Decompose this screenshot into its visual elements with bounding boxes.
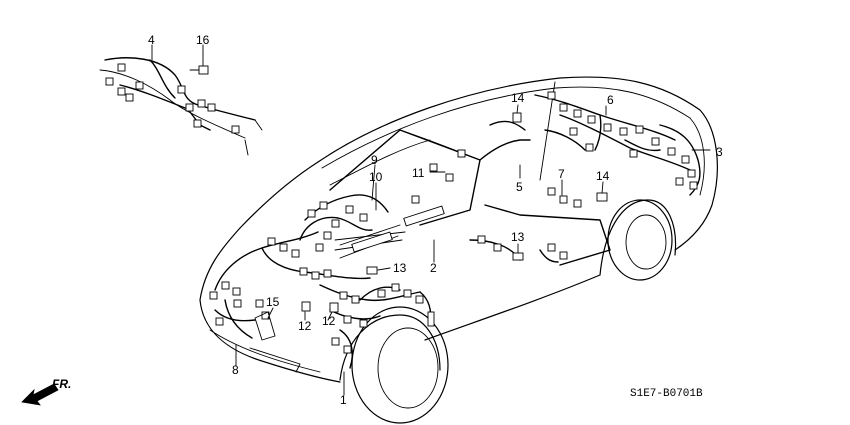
- callout-4: 4: [148, 33, 155, 47]
- bolt-14b: [596, 192, 608, 202]
- bolt-14a: [512, 112, 522, 123]
- callout-2: 2: [430, 261, 437, 275]
- callout-1: 1: [340, 393, 347, 407]
- callout-13a: 13: [393, 261, 407, 275]
- callout-3: 3: [716, 145, 723, 159]
- callout-10: 10: [369, 170, 383, 184]
- bolt-13a: [366, 266, 378, 275]
- harness-floor: [329, 120, 611, 266]
- callout-6: 6: [607, 93, 614, 107]
- front-direction-label: FR.: [52, 377, 71, 391]
- callout-16: 16: [196, 33, 210, 47]
- callout-12a: 12: [298, 319, 312, 333]
- harness-4: [99, 57, 263, 156]
- part-15: [254, 311, 276, 341]
- callout-labels: 1 2 3 4 5 6 7 8 9 10 11 12 12 13 13 14 1…: [148, 33, 723, 407]
- bolt-12b: [329, 302, 339, 313]
- callout-13b: 13: [511, 230, 525, 244]
- callout-15: 15: [266, 295, 280, 309]
- callout-12b: 12: [322, 314, 336, 328]
- harness-front: [209, 194, 435, 369]
- callout-8: 8: [232, 363, 239, 377]
- drawing-code: S1E7-B0701B: [630, 388, 703, 400]
- bolt-13b: [512, 252, 524, 261]
- front-arrow-icon: FR.: [21, 377, 71, 406]
- callout-9: 9: [371, 153, 378, 167]
- leader-lines: [151, 44, 711, 396]
- callout-14b: 14: [596, 169, 610, 183]
- harness-rear: [534, 91, 701, 196]
- bolt-12a: [301, 301, 311, 312]
- clip-16: [189, 54, 209, 75]
- callout-7: 7: [558, 167, 565, 181]
- callout-5: 5: [516, 180, 523, 194]
- callout-11: 11: [412, 166, 425, 180]
- callout-14a: 14: [511, 91, 525, 105]
